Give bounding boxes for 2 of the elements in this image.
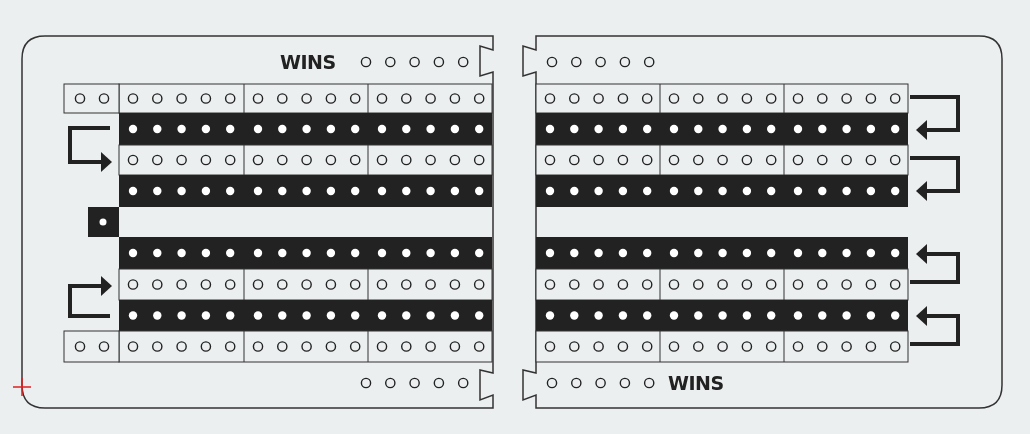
mirrored-wins-label: WINS [668,372,724,394]
wins-label: WINS [280,51,336,73]
